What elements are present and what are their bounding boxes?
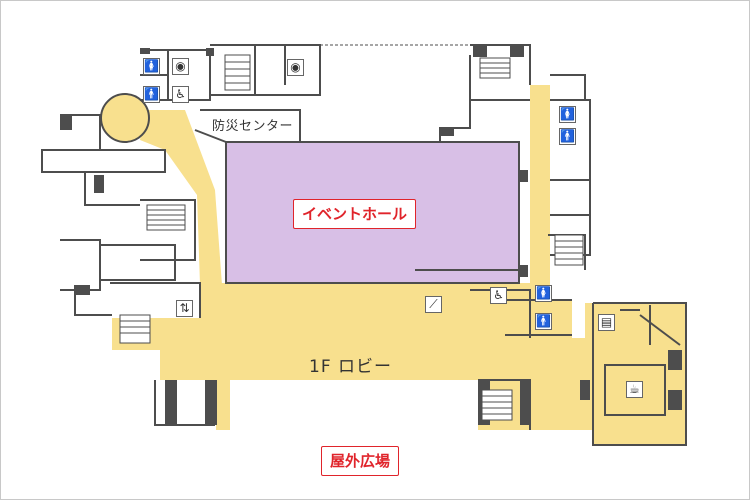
disaster-prevention-center-label: 防災センター bbox=[212, 119, 294, 134]
restroom-women-icon[interactable]: 🚺 bbox=[535, 285, 552, 302]
lobby-floor bbox=[112, 283, 593, 430]
lobby-label: 1F ロビー bbox=[309, 357, 392, 377]
stairs bbox=[119, 54, 584, 421]
locker-icon[interactable]: ▤ bbox=[598, 314, 615, 331]
restroom-men-icon[interactable]: 🚹 bbox=[143, 86, 160, 103]
east-corridor bbox=[530, 85, 572, 338]
restroom-men-icon[interactable]: 🚹 bbox=[559, 128, 576, 145]
wheelchair-icon[interactable]: ♿ bbox=[172, 86, 189, 103]
west-corridor bbox=[140, 110, 222, 285]
baby-room-icon[interactable]: ◉ bbox=[287, 59, 304, 76]
west-round-stair-hall bbox=[100, 93, 150, 143]
cafe-icon[interactable]: ☕ bbox=[626, 381, 643, 398]
wheelchair-icon[interactable]: ♿ bbox=[490, 287, 507, 304]
outdoor-plaza-label: 屋外広場 bbox=[321, 446, 400, 476]
east-wing-floor bbox=[585, 303, 686, 445]
restroom-women-icon[interactable]: 🚺 bbox=[143, 58, 160, 75]
restroom-women-icon[interactable]: 🚺 bbox=[559, 106, 576, 123]
event-hall-label: イベントホール bbox=[293, 199, 417, 229]
walls bbox=[41, 44, 687, 446]
restroom-men-icon[interactable]: 🚹 bbox=[535, 313, 552, 330]
corridor-areas bbox=[100, 85, 686, 445]
escalator-icon[interactable]: ⟋ bbox=[425, 296, 442, 313]
elevator-icon[interactable]: ⇅ bbox=[176, 300, 193, 317]
baby-room-icon[interactable]: ◉ bbox=[172, 58, 189, 75]
